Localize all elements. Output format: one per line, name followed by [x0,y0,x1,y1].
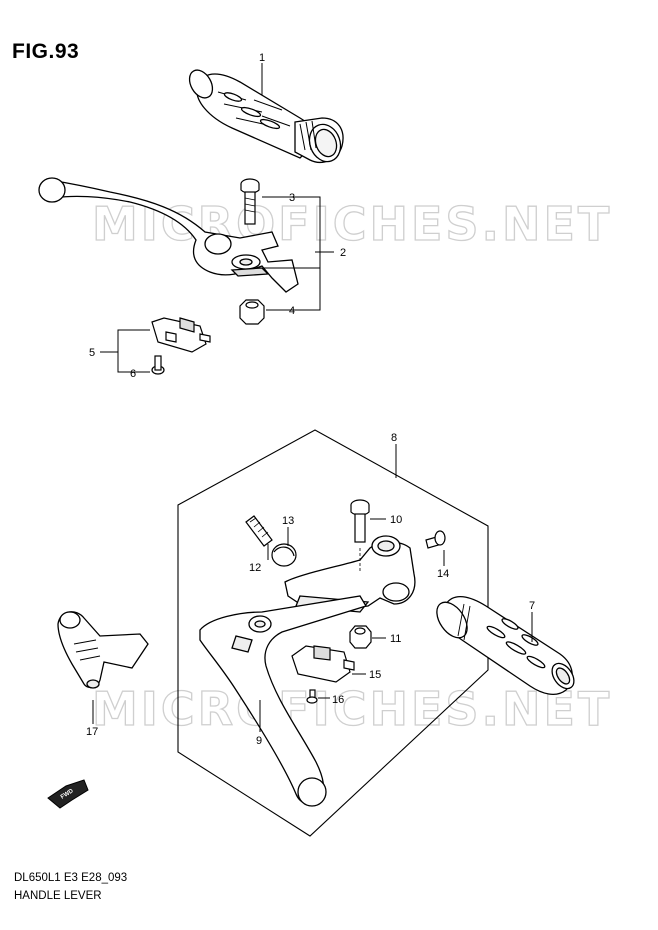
callout-12: 12 [249,562,261,574]
pivot-bolt [240,178,260,225]
callout-1: 1 [259,52,265,64]
callout-7: 7 [529,600,535,612]
callout-11: 11 [390,633,401,645]
callout-10: 10 [390,514,402,526]
grip-top [188,69,344,163]
bracket-2 [264,196,321,311]
figure-name: HANDLE LEVER [14,890,102,902]
grip-left [436,596,575,696]
clutch-lever [199,595,367,807]
callout-2: 2 [340,247,346,259]
figure-code: DL650L1 E3 E28_093 [14,872,128,884]
clutch-nut [349,625,372,649]
brake-lever-assembly [38,177,299,293]
brake-switch [151,317,211,353]
adjuster-bolt [245,515,273,547]
clutch-switch [291,645,355,683]
callout-9: 9 [256,735,262,747]
callout-14: 14 [437,568,449,580]
callout-5: 5 [89,347,95,359]
forward-direction-arrow: FWD [47,779,89,809]
assembly-frame-8 [177,429,489,837]
callout-4: 4 [289,305,295,317]
spring-clip [271,543,297,567]
clutch-pivot-bolt [350,499,370,543]
clutch-switch-screw [306,689,318,704]
callout-15: 15 [369,669,381,681]
switch-screw [151,355,165,375]
cable-holder [57,611,149,689]
bracket-5 [117,329,150,373]
watermark-top: MICROFICHES.NET [92,197,612,251]
callout-13: 13 [282,515,294,527]
nut-top [239,299,265,325]
figure-title: FIG.93 [12,40,80,63]
watermark-bottom: MICROFICHES.NET [92,682,612,736]
callout-3: 3 [289,192,295,204]
callout-17: 17 [86,726,98,738]
clamp-screw [425,530,446,549]
clutch-lever-holder [284,535,416,613]
callout-8: 8 [391,432,397,444]
callout-6: 6 [130,368,136,380]
callout-16: 16 [332,694,344,706]
